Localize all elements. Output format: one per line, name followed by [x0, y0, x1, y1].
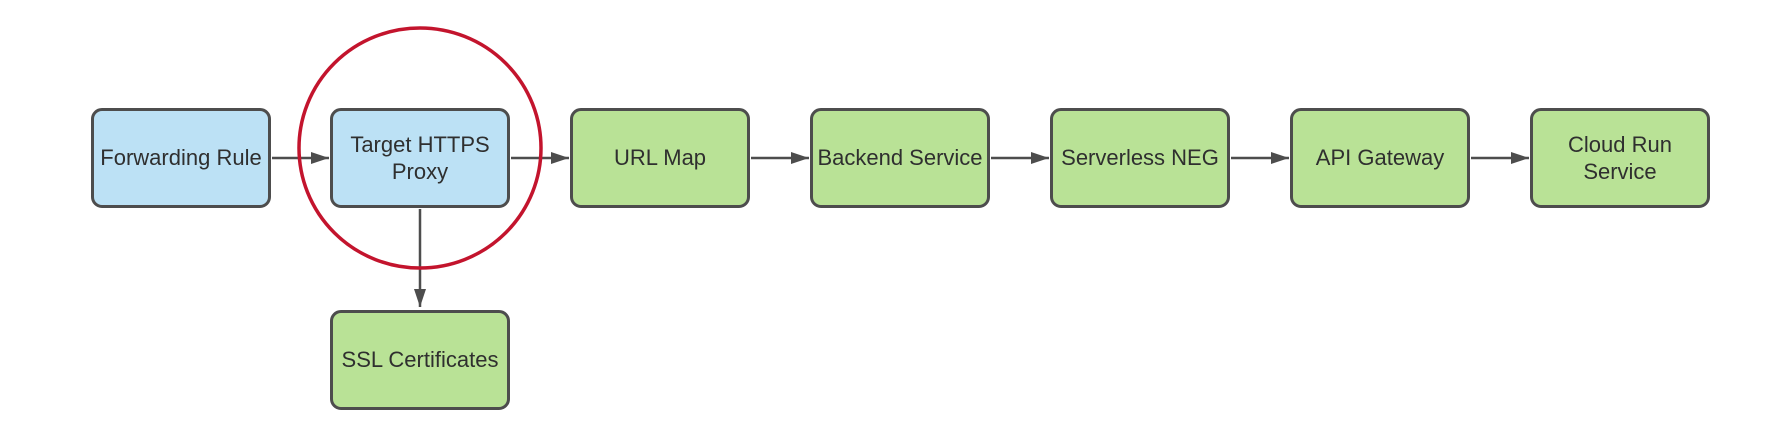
node-ssl-certificates: SSL Certificates [330, 310, 510, 410]
node-forwarding-rule-label: Forwarding Rule [100, 145, 262, 171]
node-forwarding-rule: Forwarding Rule [91, 108, 271, 208]
node-api-gateway-label: API Gateway [1315, 145, 1445, 171]
node-serverless-neg-label: Serverless NEG [1061, 145, 1219, 171]
node-cloud-run-service-label: Cloud Run Service [1568, 131, 1672, 185]
node-cloud-run-service: Cloud Run Service [1530, 108, 1710, 208]
node-target-https-proxy: Target HTTPS Proxy [330, 108, 510, 208]
node-ssl-certificates-label: SSL Certificates [341, 347, 499, 373]
node-backend-service-label: Backend Service [817, 145, 983, 171]
node-target-https-proxy-label: Target HTTPS Proxy [350, 131, 490, 185]
node-url-map: URL Map [570, 108, 750, 208]
node-backend-service: Backend Service [810, 108, 990, 208]
node-api-gateway: API Gateway [1290, 108, 1470, 208]
node-serverless-neg: Serverless NEG [1050, 108, 1230, 208]
node-url-map-label: URL Map [613, 145, 707, 171]
